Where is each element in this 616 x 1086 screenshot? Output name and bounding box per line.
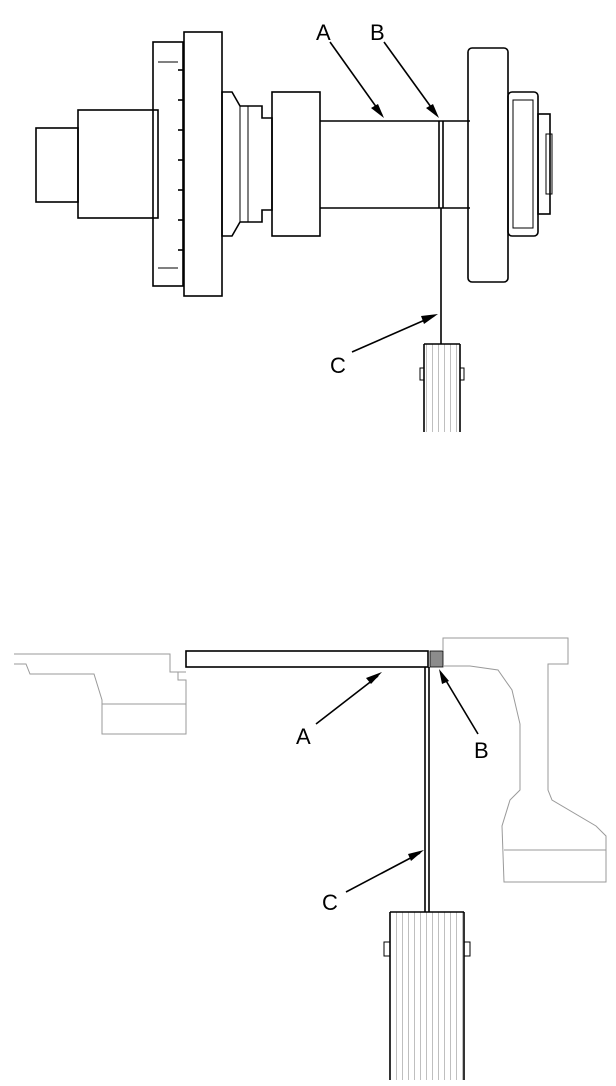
large-gear-right — [467, 47, 509, 283]
spline-section — [77, 109, 159, 219]
flange-teeth — [178, 69, 184, 251]
top-label-c: C — [330, 353, 346, 378]
top-leader-c — [351, 314, 438, 353]
bearing-face-shim — [429, 650, 444, 668]
large-gear-left — [183, 31, 223, 297]
top-label-b: B — [370, 20, 385, 45]
top-view-shaft-assembly: A B C — [35, 20, 553, 432]
straight-edge — [185, 650, 429, 668]
flange-disk — [152, 41, 184, 287]
medium-gear — [271, 91, 321, 237]
bottom-leader-a — [315, 672, 382, 725]
left-stub — [35, 127, 79, 203]
bearing-right — [507, 91, 553, 237]
left-case — [14, 653, 187, 735]
feeler-gauge-bottom — [383, 667, 471, 1080]
bottom-leader-b — [439, 669, 479, 735]
bottom-view-housing: A B C — [14, 637, 607, 1080]
bottom-label-c: C — [322, 890, 338, 915]
right-housing — [442, 637, 607, 883]
snap-ring-groove — [438, 121, 444, 208]
main-shaft — [320, 120, 470, 209]
top-leader-a — [329, 41, 384, 118]
bottom-label-a: A — [296, 724, 311, 749]
bottom-label-b: B — [474, 738, 489, 763]
feeler-gauge-top — [419, 208, 465, 432]
top-label-a: A — [316, 20, 331, 45]
bottom-leader-c — [345, 850, 424, 893]
hub-left — [221, 91, 273, 237]
top-leader-b — [383, 41, 439, 118]
